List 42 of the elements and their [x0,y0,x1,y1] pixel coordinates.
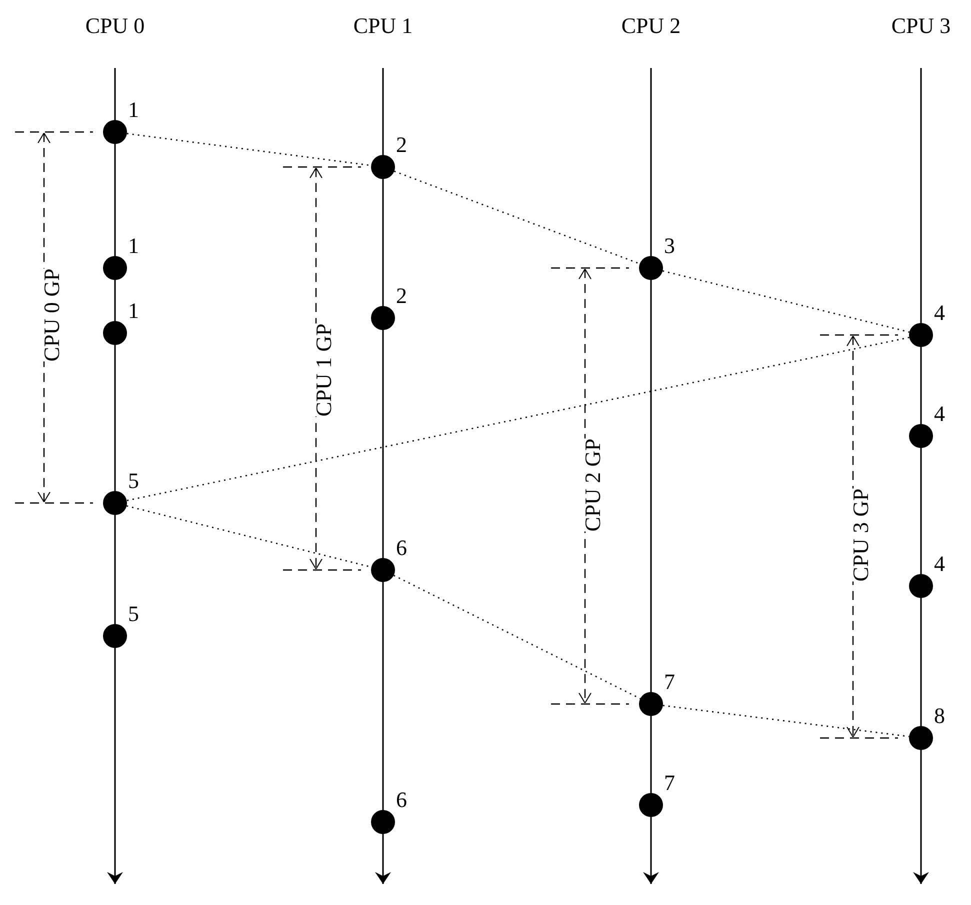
sequence-number: 1 [128,99,139,121]
sequence-number: 6 [396,789,407,811]
dotted-connector [126,336,910,502]
event-dot [639,256,663,280]
event-dot [371,810,395,834]
event-dot [639,692,663,716]
sequence-number: 4 [934,403,945,425]
sequence-number: 4 [934,553,945,575]
cpu-header: CPU 2 [621,14,681,38]
sequence-number: 5 [128,603,139,625]
event-dot [103,491,127,515]
event-dot [103,256,127,280]
dotted-connector [126,132,372,166]
sequence-number: 1 [128,300,139,322]
sequence-number: 6 [396,537,407,559]
sequence-number: 7 [664,772,675,794]
cpu-header: CPU 0 [85,14,145,38]
sequence-number: 3 [664,235,675,257]
event-dot [371,558,395,582]
sequence-number: 2 [396,285,407,307]
sequence-number: 1 [128,235,139,257]
dotted-connector [662,704,910,738]
sequence-number: 4 [934,302,945,324]
sequence-number: 8 [934,705,945,727]
cpu-header: CPU 1 [353,14,413,38]
sequence-number: 2 [396,134,407,156]
sequence-number: 7 [664,671,675,693]
event-dot [103,321,127,345]
event-dot [371,155,395,179]
event-dot [103,120,127,144]
dotted-connector [393,574,641,700]
event-dot [909,323,933,347]
event-dot [909,424,933,448]
event-dot [639,793,663,817]
event-dot [909,726,933,750]
dotted-connector [662,270,910,333]
event-dot [371,306,395,330]
dotted-connector [394,170,640,264]
event-dot [909,574,933,598]
event-dot [103,624,127,648]
cpu-header: CPU 3 [891,14,951,38]
sequence-number: 5 [128,470,139,492]
